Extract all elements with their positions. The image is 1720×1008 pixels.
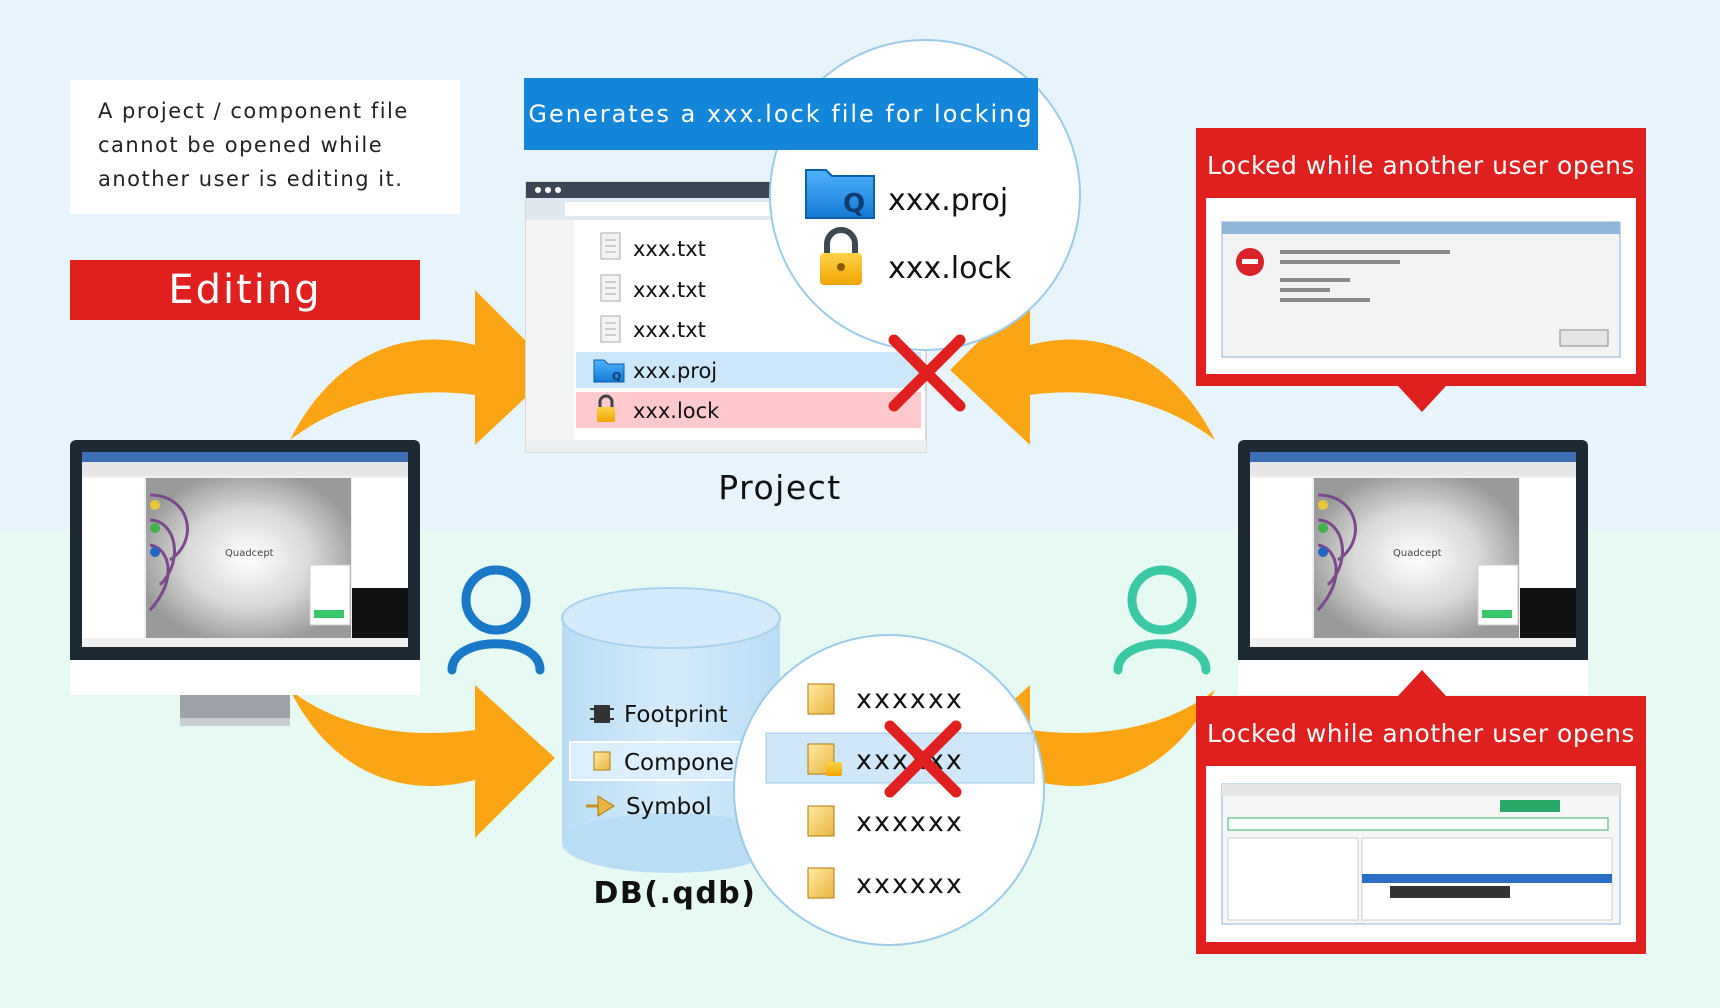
- file-name: xxx.txt: [633, 278, 706, 302]
- db-entry: xxxxxx: [856, 807, 964, 838]
- arrow-left-bottom: [290, 685, 555, 838]
- user-icon-right: [1113, 565, 1211, 675]
- db-entry: xxxxxx: [856, 684, 964, 715]
- text-file-icon: [600, 232, 621, 260]
- lock-icon: [597, 394, 615, 422]
- project-label: Project: [718, 468, 842, 507]
- db-item-footprint: Footprint: [624, 702, 728, 728]
- editing-banner: Editing: [70, 260, 420, 320]
- text-file-icon: [600, 274, 621, 302]
- note-line: A project / component file: [98, 99, 409, 123]
- component-icon: [807, 743, 842, 776]
- file-name: xxx.proj: [633, 359, 717, 383]
- file-name: xxx.lock: [633, 399, 720, 423]
- component-icon: [807, 867, 835, 899]
- locked-callout-top: [1196, 128, 1646, 412]
- component-icon: [807, 683, 835, 715]
- arrow-left-top: [290, 290, 555, 445]
- lock-icon: [824, 227, 858, 255]
- denied-x-icon: [888, 334, 966, 412]
- folder-icon: Q: [593, 359, 625, 383]
- svg-text:Q: Q: [612, 370, 621, 383]
- monitor-right: Quadcept: [1238, 440, 1588, 695]
- generates-lock-banner: Generates a xxx.lock file for locking: [524, 78, 1038, 150]
- monitor-left: Quadcept: [70, 440, 420, 726]
- zoom-lock-name: xxx.lock: [888, 251, 1012, 286]
- text-file-icon: [600, 315, 621, 343]
- db-label: DB(.qdb): [593, 876, 757, 911]
- arrow-right-top: [950, 290, 1215, 445]
- file-name: xxx.txt: [633, 318, 706, 342]
- symbol-icon: [586, 795, 615, 817]
- component-icon: [593, 751, 611, 771]
- folder-q-letter: Q: [843, 189, 865, 219]
- note-line: cannot be opened while: [98, 133, 384, 157]
- note-line: another user is editing it.: [98, 167, 404, 191]
- folder-icon: [805, 169, 875, 219]
- locked-title-top: Locked while another user opens: [1207, 150, 1635, 180]
- svg-text:Quadcept: Quadcept: [225, 548, 274, 559]
- component-icon: [807, 805, 835, 837]
- zoom-proj-name: xxx.proj: [888, 183, 1008, 218]
- user-icon-left: [447, 565, 545, 675]
- db-entry: xxxxxx: [856, 869, 964, 900]
- db-item-component: Componen: [624, 750, 749, 776]
- locked-callout-bottom: [1196, 670, 1646, 954]
- description-note: A project / component file cannot be ope…: [70, 80, 460, 214]
- svg-text:Quadcept: Quadcept: [1393, 548, 1442, 559]
- denied-x-icon: [884, 720, 962, 798]
- db-item-symbol: Symbol: [626, 794, 712, 820]
- locked-title-bottom: Locked while another user opens: [1207, 718, 1635, 748]
- file-name: xxx.txt: [633, 237, 706, 261]
- chip-icon: [590, 705, 614, 723]
